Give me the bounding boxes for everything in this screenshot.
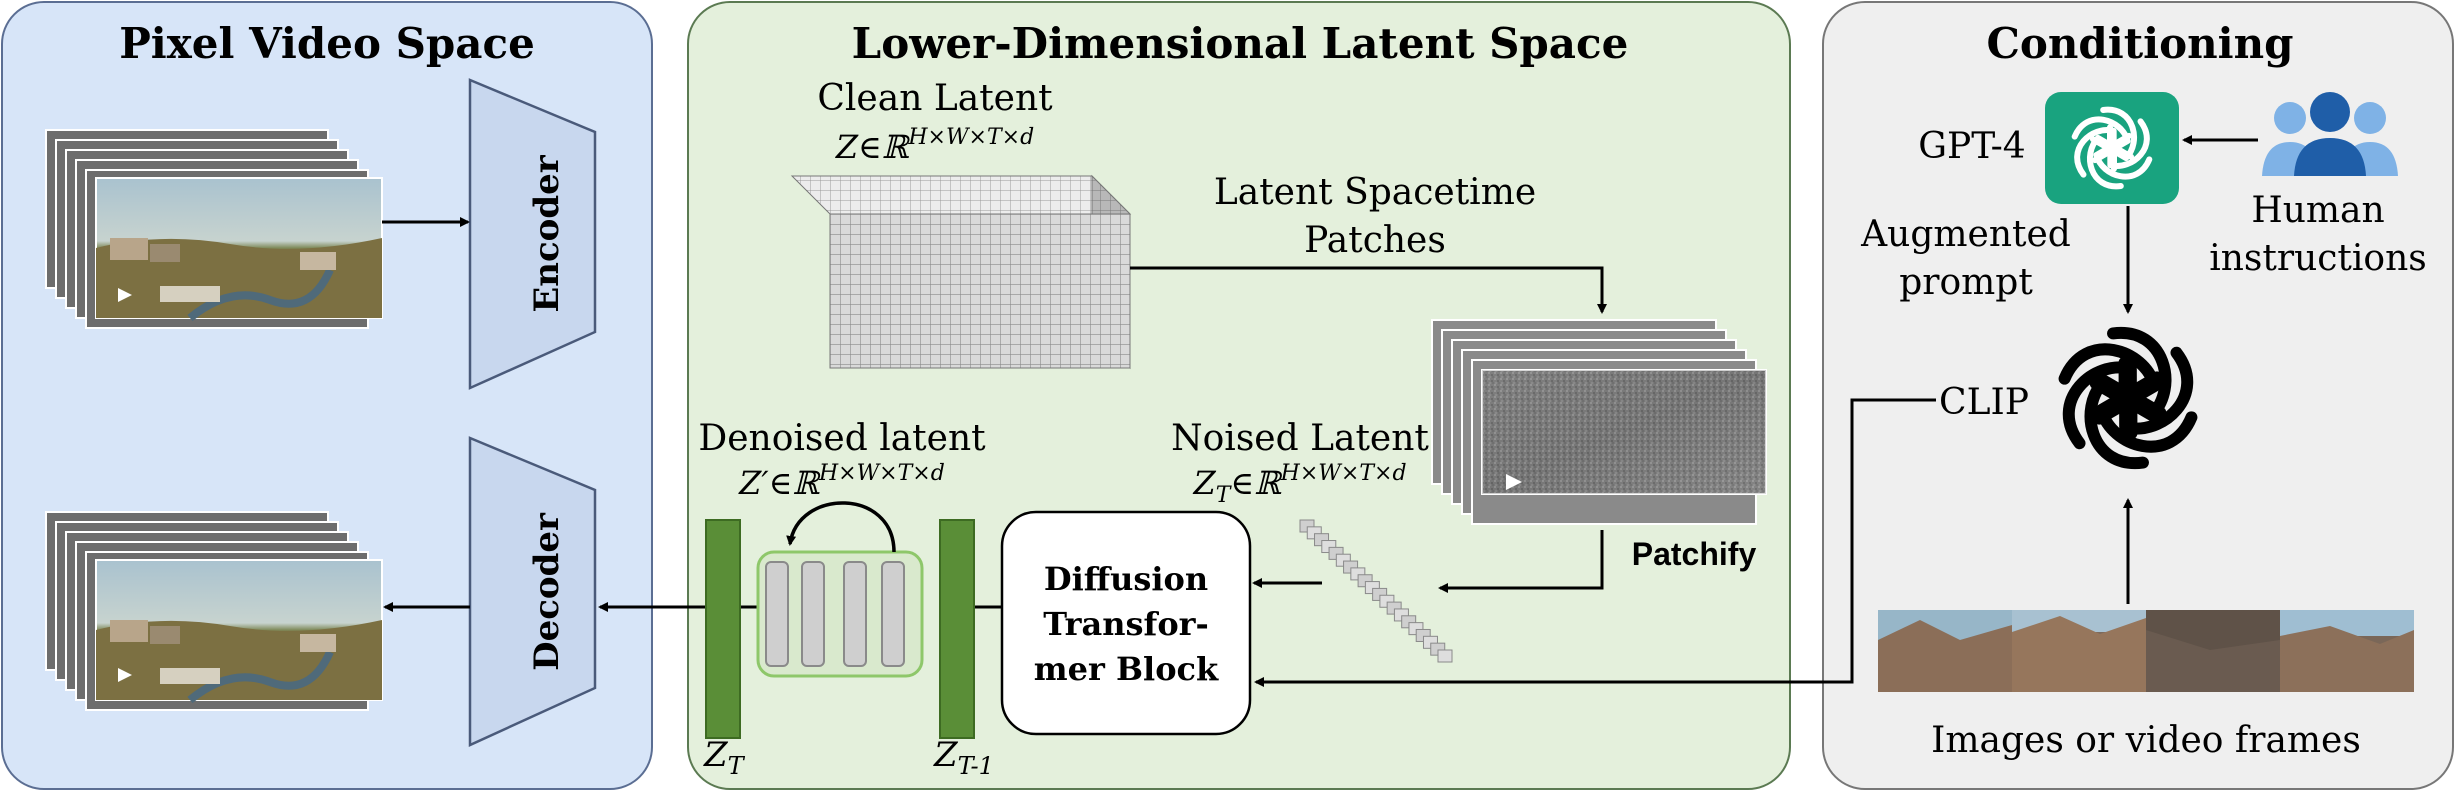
human-instructions-line2: instructions — [2209, 238, 2427, 279]
zt-minus-1-bar — [939, 519, 975, 739]
openai-logo-stroke — [2071, 116, 2131, 154]
zt-minus-1-label: ZT-1 — [933, 735, 994, 780]
play-icon — [1506, 474, 1522, 490]
decoder-block — [468, 436, 597, 747]
patchify-label: Patchify — [1632, 536, 1757, 572]
diffusion-transformer-block — [1000, 510, 1252, 736]
denoised-latent-label: Denoised latent — [698, 418, 986, 459]
openai-logo-stroke — [2107, 326, 2172, 421]
augmented-prompt-line1: Augmented — [1860, 214, 2071, 255]
clean-latent-cube — [790, 174, 1132, 370]
clip-label: CLIP — [1939, 382, 2029, 423]
encoder-label: Encoder — [527, 154, 567, 312]
encoder-block — [468, 78, 597, 390]
openai-logo-stroke — [2095, 388, 2198, 453]
dit-label-line1: Diffusion — [1044, 560, 1208, 598]
openai-logo-stroke — [2100, 106, 2137, 161]
pixel-space-title: Pixel Video Space — [119, 19, 535, 68]
openai-logo-stroke — [2119, 346, 2194, 435]
noised-latent-label: Noised Latent — [1171, 418, 1429, 459]
noised-latent-token — [1437, 649, 1453, 663]
openai-logo-stroke — [2058, 343, 2161, 408]
play-icon — [118, 668, 132, 682]
openai-logo-stroke — [2093, 142, 2153, 180]
dit-label-line3: mer Block — [1034, 650, 1219, 688]
spacetime-patches-label-line1: Latent Spacetime — [1214, 172, 1536, 213]
frames-caption: Images or video frames — [1931, 720, 2361, 761]
noised-latent-tokens — [1299, 519, 1453, 663]
augmented-prompt-line2: prompt — [1899, 262, 2033, 303]
openai-logo-icon — [2058, 326, 2198, 470]
play-icon — [118, 288, 132, 302]
output-video-frames — [45, 511, 383, 711]
openai-logo-stroke — [2107, 118, 2150, 169]
input-video-frames — [45, 129, 383, 329]
spacetime-patches-label-line2: Patches — [1304, 220, 1446, 261]
gpt4-label: GPT-4 — [1918, 126, 2025, 167]
openai-logo-stroke — [2087, 135, 2124, 190]
conditioning-title: Conditioning — [1986, 19, 2293, 68]
clean-latent-label: Clean Latent — [817, 78, 1053, 119]
openai-logo-stroke — [2074, 127, 2117, 178]
human-instructions-line1: Human — [2251, 190, 2384, 231]
latent-space-title: Lower-Dimensional Latent Space — [852, 19, 1629, 68]
openai-logo-stroke — [2062, 361, 2137, 450]
zt-label: ZT — [703, 735, 746, 780]
zt-bar — [705, 519, 741, 739]
people-group-icon — [2262, 92, 2398, 176]
denoised-latent-formula: Z′∈ℝH×W×T×d — [738, 461, 945, 502]
noisy-patch-frames — [1431, 319, 1767, 525]
noised-latent-formula: ZT∈ℝH×W×T×d — [1192, 461, 1406, 508]
conditioning-frames-strip — [1878, 610, 2414, 692]
openai-logo-stroke — [2084, 375, 2149, 470]
decoder-label: Decoder — [527, 512, 567, 671]
openai-logo-icon — [2071, 106, 2153, 190]
clean-latent-formula: Z∈ℝH×W×T×d — [835, 125, 1034, 166]
dit-label-line2: Transfor- — [1043, 605, 1209, 643]
